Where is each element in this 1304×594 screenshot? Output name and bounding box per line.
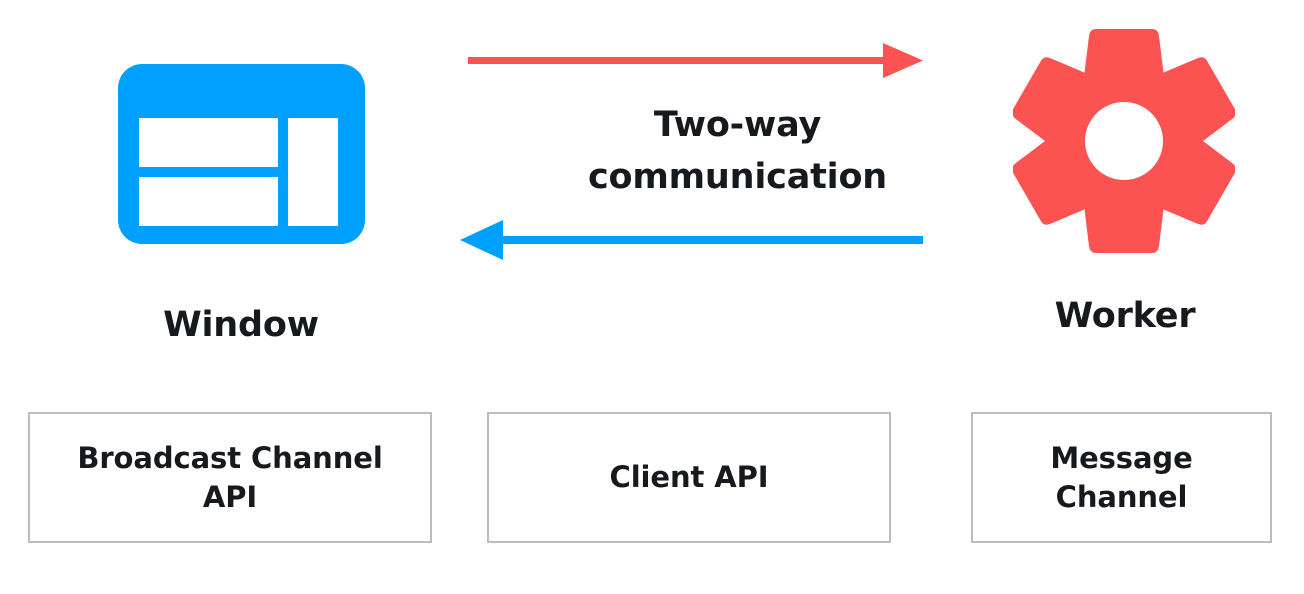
arrow-left-head [460,220,503,260]
gear-center-hole [1085,102,1163,180]
api-box-1-line-1: Broadcast Channel [77,440,383,475]
connector-caption: Two-way communication [520,100,955,204]
arrow-worker-to-window [460,220,923,260]
api-box-3-line-1: Message [1050,440,1193,475]
browser-window-icon [118,64,365,244]
arrow-window-to-worker [468,43,923,78]
connector-caption-line-2: communication [587,156,888,197]
gear-icon [1011,28,1237,254]
api-box-message-channel[interactable]: Message Channel [971,412,1272,543]
two-way-arrows [455,30,945,265]
api-box-broadcast-channel-api[interactable]: Broadcast Channel API [28,412,432,543]
gear-teeth-group [1011,29,1237,253]
arrow-right-shaft [468,57,883,64]
arrows-svg [460,43,923,260]
window-pane-bottom-left [139,177,278,226]
api-box-2-line-1: Client API [609,460,769,495]
arrow-right-head [883,43,923,78]
window-pane-right [288,118,338,226]
browser-window-icon-svg [118,64,365,244]
arrow-left-shaft [503,236,923,244]
api-box-client-api-text: Client API [600,458,779,497]
window-pane-top-left [139,118,278,167]
api-box-client-api[interactable]: Client API [487,412,891,543]
api-box-message-channel-text: Message Channel [1040,439,1202,516]
api-box-3-line-2: Channel [1055,479,1188,514]
gear-icon-svg [1011,29,1237,253]
connector-caption-line-1: Two-way [653,105,822,145]
node-label-worker: Worker [1054,296,1196,336]
api-box-1-line-2: API [202,479,258,514]
api-box-broadcast-channel-api-text: Broadcast Channel API [67,439,392,516]
node-label-window: Window [163,305,319,345]
